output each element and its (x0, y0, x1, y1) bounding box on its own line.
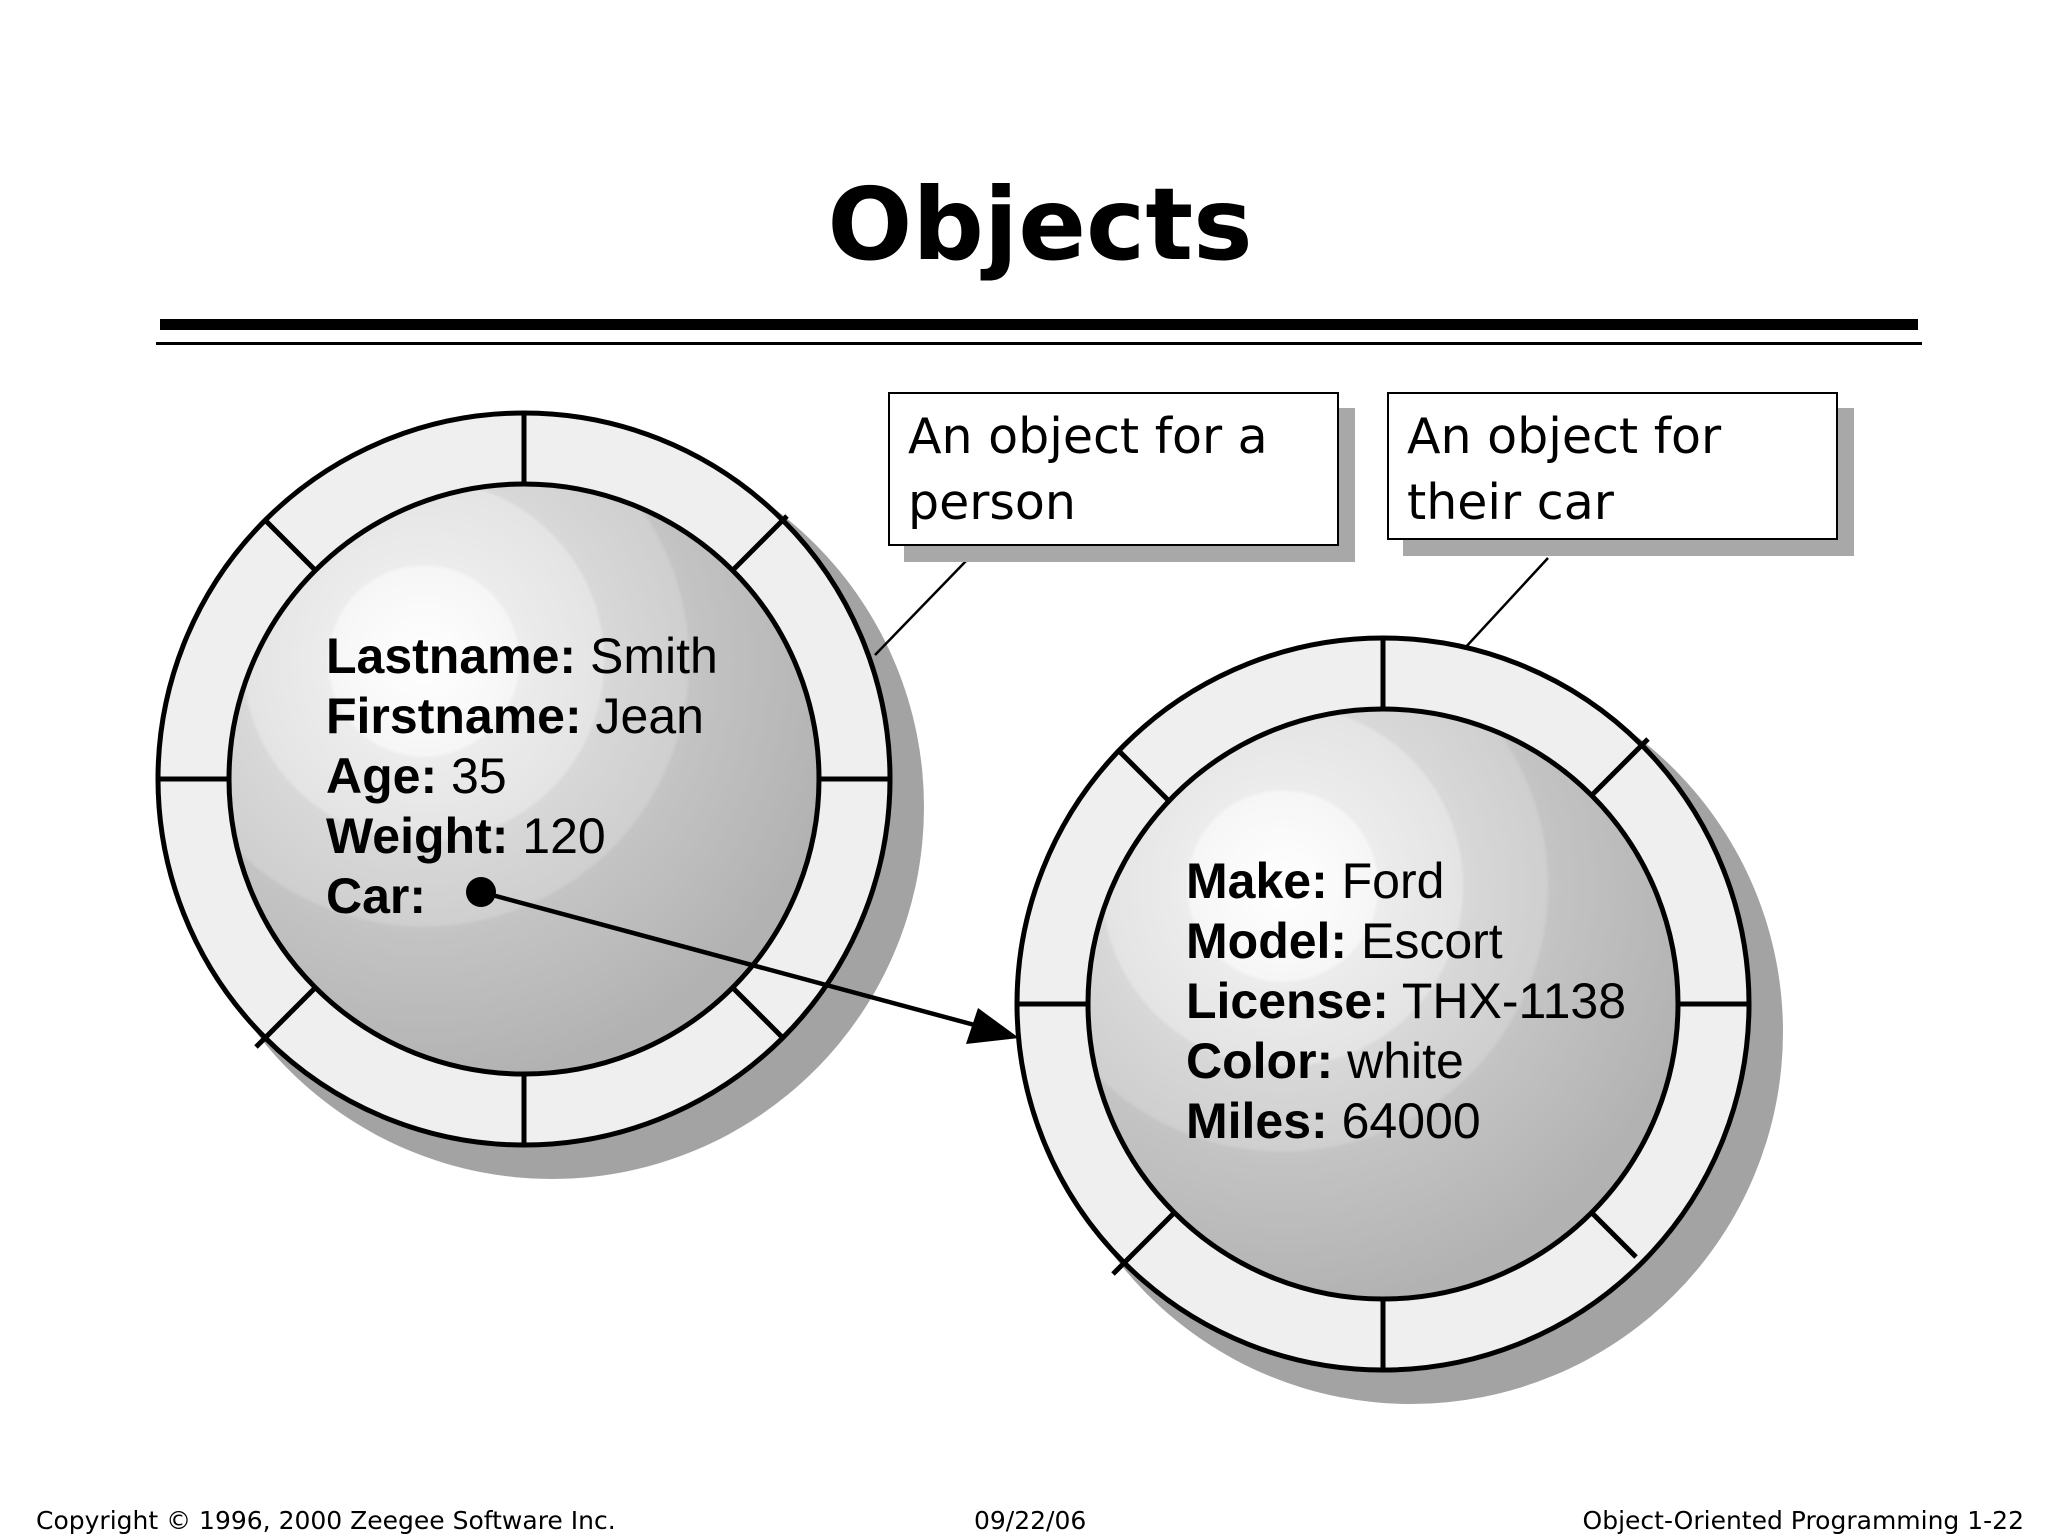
callout-person-leader (874, 560, 967, 656)
car-reference-arrowhead (966, 1008, 1019, 1044)
person-fields: Lastname: Smith Firstname: Jean Age: 35 … (326, 626, 718, 926)
car-fields: Make: Ford Model: Escort License: THX-11… (1186, 851, 1626, 1151)
person-field-firstname: Firstname: Jean (326, 686, 718, 746)
footer-date: 09/22/06 (974, 1506, 1087, 1535)
car-field-miles: Miles: 64000 (1186, 1091, 1626, 1151)
field-key: Model: (1186, 913, 1348, 969)
callout-person-line1: An object for a (908, 408, 1268, 465)
title-rule-thick (160, 319, 1918, 330)
field-value: THX-1138 (1401, 973, 1627, 1029)
car-divider-bottom-left (1111, 1207, 1180, 1276)
car-field-make: Make: Ford (1186, 851, 1626, 911)
person-field-weight: Weight: 120 (326, 806, 718, 866)
car-object-core (1085, 706, 1681, 1302)
field-key: Weight: (326, 808, 509, 864)
field-key: Miles: (1186, 1093, 1328, 1149)
field-value: Escort (1361, 913, 1503, 969)
callout-car-line2: their car (1407, 474, 1614, 531)
car-field-model: Model: Escort (1186, 911, 1626, 971)
callout-car-leader (1463, 557, 1549, 650)
car-object (1014, 635, 1783, 1404)
field-value: Jean (595, 688, 704, 744)
field-key: Age: (326, 748, 438, 804)
field-key: Lastname: (326, 628, 577, 684)
person-object-core (226, 481, 822, 1077)
person-divider-top-left (263, 518, 321, 576)
car-reference-arrow-line (480, 889, 983, 1030)
field-value: Ford (1341, 853, 1445, 909)
car-divider-bottom-right (1586, 1207, 1638, 1259)
field-key: Make: (1186, 853, 1328, 909)
person-field-age: Age: 35 (326, 746, 718, 806)
car-divider-top-left (1115, 747, 1171, 803)
field-value: Smith (589, 628, 718, 684)
person-object (155, 410, 924, 1179)
field-value: 35 (451, 748, 507, 804)
callout-car-line1: An object for (1407, 408, 1722, 465)
field-value: 120 (522, 808, 606, 864)
callout-person-line2: person (908, 474, 1076, 531)
title-rule-thin (156, 342, 1922, 345)
person-divider-top-right (727, 514, 789, 576)
person-divider-bottom-right (727, 982, 785, 1040)
field-key: Car: (326, 868, 427, 924)
car-field-color: Color: white (1186, 1031, 1626, 1091)
field-value: 64000 (1341, 1093, 1481, 1149)
person-divider-bottom-left (254, 982, 321, 1049)
callout-car: An object for their car (1387, 392, 1838, 540)
field-key: Firstname: (326, 688, 582, 744)
footer-copyright: Copyright © 1996, 2000 Zeegee Software I… (36, 1506, 616, 1535)
field-key: License: (1186, 973, 1389, 1029)
slide-title: Objects (827, 166, 1253, 283)
car-field-license: License: THX-1138 (1186, 971, 1626, 1031)
person-field-lastname: Lastname: Smith (326, 626, 718, 686)
car-ring-dividers (1017, 638, 1749, 1370)
person-ring-dividers (158, 413, 890, 1145)
car-divider-top-right (1588, 737, 1650, 799)
person-field-car: Car: (326, 866, 718, 926)
field-key: Color: (1186, 1033, 1334, 1089)
footer-course-page: Object-Oriented Programming 1-22 (1582, 1506, 2024, 1535)
field-value: white (1347, 1033, 1464, 1089)
callout-person: An object for a person (888, 392, 1339, 546)
